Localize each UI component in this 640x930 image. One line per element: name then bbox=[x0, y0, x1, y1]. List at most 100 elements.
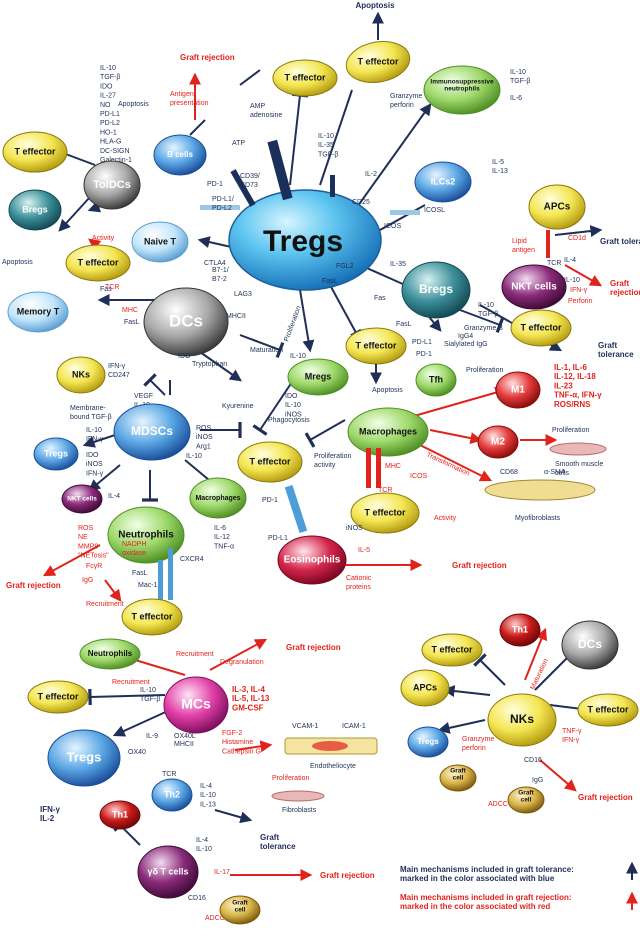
il2-label: IL-2 bbox=[365, 171, 377, 178]
lag3-label: LAG3 bbox=[234, 291, 252, 298]
svg-text:APCs: APCs bbox=[413, 682, 437, 692]
macrophages-small-cell: Macrophages bbox=[189, 477, 247, 519]
pdl1-eos-label: PD-L1 bbox=[268, 535, 288, 542]
apcs-right-cell: APCs bbox=[528, 184, 586, 230]
mdscs-cell: MDSCs bbox=[113, 403, 191, 461]
tcr-mac-label: TCR bbox=[378, 487, 392, 494]
naive-t-cell: Naive T bbox=[131, 221, 189, 263]
atp-label: ATP bbox=[232, 140, 245, 147]
svg-text:Macrophages: Macrophages bbox=[195, 495, 240, 502]
fasl-neut-label: FasL bbox=[132, 570, 148, 577]
igg-neut-label: IgG bbox=[82, 577, 93, 584]
legend-rejection-text: Main mechanisms included in graft reject… bbox=[400, 893, 572, 911]
il35-label: IL-35 bbox=[390, 261, 406, 268]
igg-nk-label: IgG bbox=[532, 777, 543, 784]
svg-text:Neutrophils: Neutrophils bbox=[88, 649, 133, 658]
m1-cell: M1 bbox=[495, 371, 541, 409]
mregs-cell: Mregs bbox=[287, 358, 349, 396]
svg-text:Mregs: Mregs bbox=[305, 371, 332, 381]
t-effector-mc-cell: T effector bbox=[27, 680, 89, 714]
tregs-small-left-cell: Tregs bbox=[33, 437, 79, 471]
myofibroblast-shape bbox=[484, 479, 596, 501]
tcr-th2-label: TCR bbox=[162, 771, 176, 778]
fasl-dc-label: FasL bbox=[124, 319, 140, 326]
il10-mregs-label: IL-10 bbox=[290, 353, 306, 360]
recruitment-neut-label: Recruitment bbox=[86, 601, 124, 608]
igg4-label: IgG4 bbox=[458, 333, 473, 340]
il10-mdsc-label: IL-10 bbox=[186, 453, 202, 460]
svg-text:T effector: T effector bbox=[357, 56, 399, 66]
svg-text:TolDCs: TolDCs bbox=[93, 179, 131, 191]
fasl-center-label: FasL bbox=[322, 278, 338, 285]
svg-text:T effector: T effector bbox=[249, 456, 291, 466]
tregs-nk-cell: Tregs bbox=[407, 726, 449, 758]
sialylated-igg-label: Sialylated IgG bbox=[444, 341, 488, 348]
proliferation-fib-label: Proliferation bbox=[272, 775, 309, 782]
nkt-cells-cell: NKT cells bbox=[501, 264, 567, 310]
inos-eos-label: iNOS bbox=[346, 525, 363, 532]
svg-text:Tregs: Tregs bbox=[67, 749, 102, 764]
eosinophils-cell: Eosinophils bbox=[277, 535, 347, 585]
ox40-label: OX40 bbox=[128, 749, 146, 756]
proliferation-mregs-label: Proliferation bbox=[283, 305, 302, 343]
t-effector-dc-cell: T effector bbox=[65, 244, 131, 282]
svg-text:T effector: T effector bbox=[355, 340, 397, 350]
tcr-nkt-label: TCR bbox=[547, 260, 561, 267]
activity-mac-label: Activity bbox=[434, 515, 457, 522]
proliferation-tfh-label: Proliferation bbox=[466, 367, 503, 374]
svg-text:T effector: T effector bbox=[37, 691, 79, 701]
svg-text:Th1: Th1 bbox=[512, 624, 528, 634]
mcs-cell: MCs bbox=[163, 676, 229, 734]
memory-t-cell: Memory T bbox=[7, 291, 69, 333]
mhcii-dc-label: MHCII bbox=[226, 313, 246, 320]
fas-b-label: Fas bbox=[374, 295, 386, 302]
t-effector-right-cell: T effector bbox=[345, 327, 407, 365]
il4-mdsc-label: IL-4 bbox=[108, 493, 120, 500]
apoptosis-bcells-label: Apoptosis bbox=[118, 101, 149, 108]
svg-text:T effector: T effector bbox=[77, 257, 119, 267]
tfh-cell: Tfh bbox=[415, 363, 457, 397]
icam1-label: ICAM-1 bbox=[342, 723, 366, 730]
svg-text:DCs: DCs bbox=[578, 637, 602, 651]
apoptosis-top-label: Apoptosis bbox=[355, 1, 395, 10]
ido-dc-label: IDO bbox=[178, 353, 191, 360]
cd68-label: CD68 bbox=[500, 469, 518, 476]
apoptosis-mid-label: Apoptosis bbox=[372, 387, 403, 394]
apoptosis-left-label: Apoptosis bbox=[2, 259, 33, 266]
il5-eos-label: IL-5 bbox=[358, 547, 370, 554]
nks-left-cell: NKs bbox=[56, 356, 106, 394]
fcyr-label: FcγR bbox=[86, 563, 102, 570]
fibroblast-shape bbox=[271, 790, 325, 802]
pd1-b-label: PD-1 bbox=[416, 351, 432, 358]
t-effector-mid-cell: T effector bbox=[237, 441, 303, 483]
icos-mac-label: ICOS bbox=[410, 473, 427, 480]
svg-text:T effector: T effector bbox=[131, 611, 173, 621]
svg-text:Th2: Th2 bbox=[164, 789, 180, 799]
endotheliocyte-label: Endotheliocyte bbox=[310, 763, 356, 770]
svg-text:MDSCs: MDSCs bbox=[131, 424, 173, 438]
graft-rejection-top: Graft rejection bbox=[180, 53, 235, 62]
svg-text:MCs: MCs bbox=[181, 696, 211, 712]
graft-rejection-neut-label: Graft rejection bbox=[6, 581, 61, 590]
svg-text:T effector: T effector bbox=[284, 72, 326, 82]
svg-text:M2: M2 bbox=[491, 437, 505, 448]
granzyme-b-label: Granzyme B bbox=[464, 325, 503, 332]
t-effector-top-left-cell: T effector bbox=[272, 59, 338, 97]
cd39-cd73-label: CD39/CD73 bbox=[240, 173, 260, 189]
